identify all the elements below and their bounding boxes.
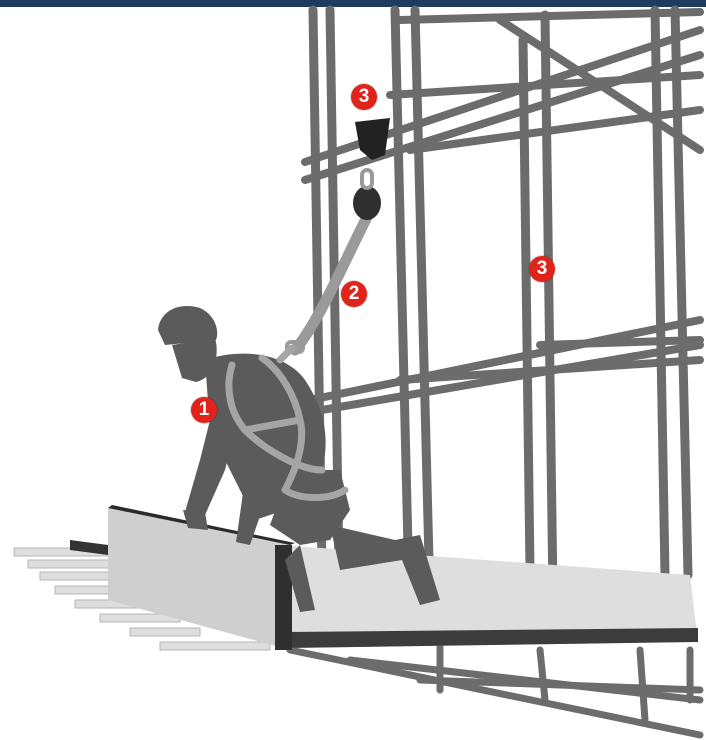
work-platform — [14, 505, 698, 650]
marker-harness: 1 — [191, 397, 217, 423]
marker-lanyard: 2 — [341, 281, 367, 307]
lower-scaffold — [290, 640, 700, 735]
marker-anchorage-scaffold: 3 — [529, 256, 555, 282]
marker-anchorage-top: 3 — [351, 84, 377, 110]
